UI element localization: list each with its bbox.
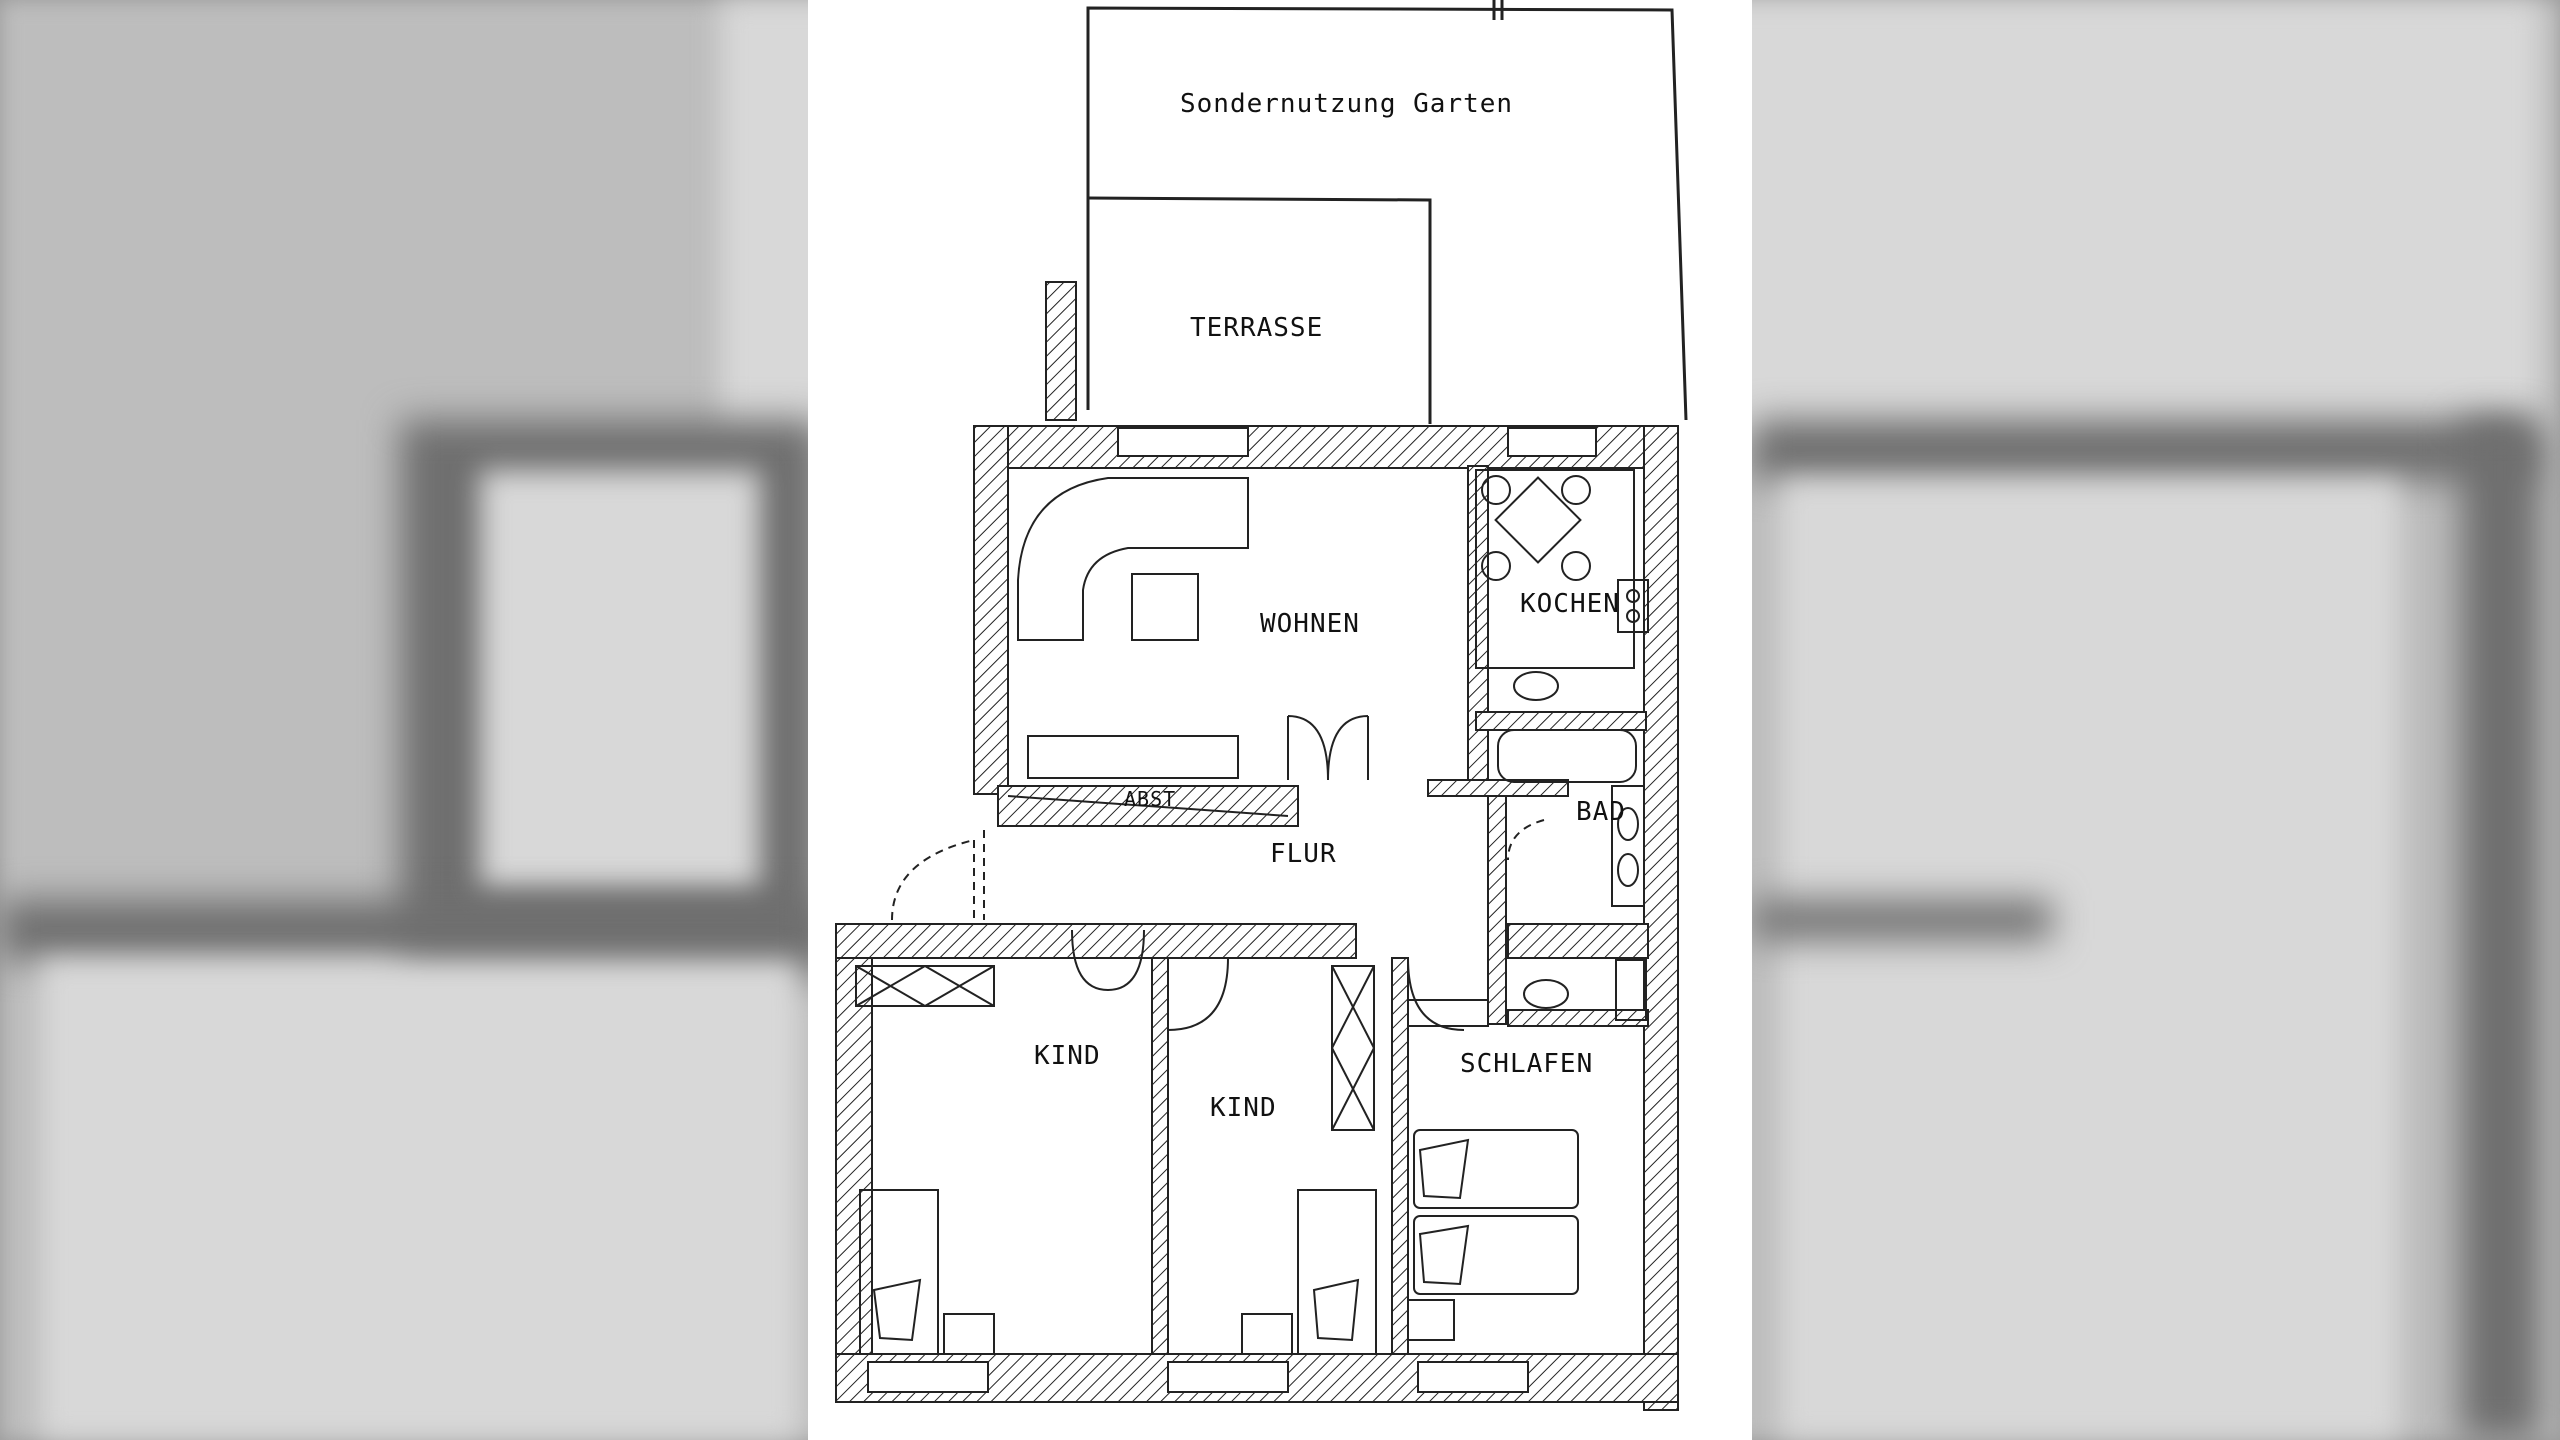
bedroom-label: SCHLAFEN	[1460, 1049, 1593, 1079]
child-room-1-label: KIND	[1034, 1041, 1101, 1071]
garden-label: Sondernutzung Garten	[1180, 89, 1513, 119]
hall-label: FLUR	[1270, 839, 1337, 869]
floor-plan-image: Sondernutzung Garten TERRASSE	[808, 0, 1752, 1440]
living-furniture	[1017, 477, 1369, 781]
storage-label: ABST	[1124, 787, 1176, 811]
terrace-label: TERRASSE	[1190, 313, 1323, 343]
hall-doors	[891, 819, 1545, 921]
living-label: WOHNEN	[1260, 609, 1360, 639]
interior-walls	[997, 465, 1649, 1355]
kitchen-furniture	[1475, 469, 1649, 701]
child-room-1-furniture	[855, 929, 1145, 1355]
floor-plan-drawing: Sondernutzung Garten TERRASSE	[835, 0, 1688, 1411]
bedroom-furniture	[1407, 957, 1579, 1341]
garden-area: Sondernutzung Garten	[1086, 0, 1688, 421]
terrace-area: TERRASSE	[1045, 196, 1432, 424]
bath-label: BAD	[1576, 797, 1626, 827]
child-room-2-furniture	[1167, 957, 1377, 1355]
bath-furniture	[1497, 729, 1647, 1021]
kitchen-label: KOCHEN	[1520, 589, 1620, 619]
outer-walls	[835, 425, 1679, 1411]
child-room-2-label: KIND	[1210, 1093, 1277, 1123]
